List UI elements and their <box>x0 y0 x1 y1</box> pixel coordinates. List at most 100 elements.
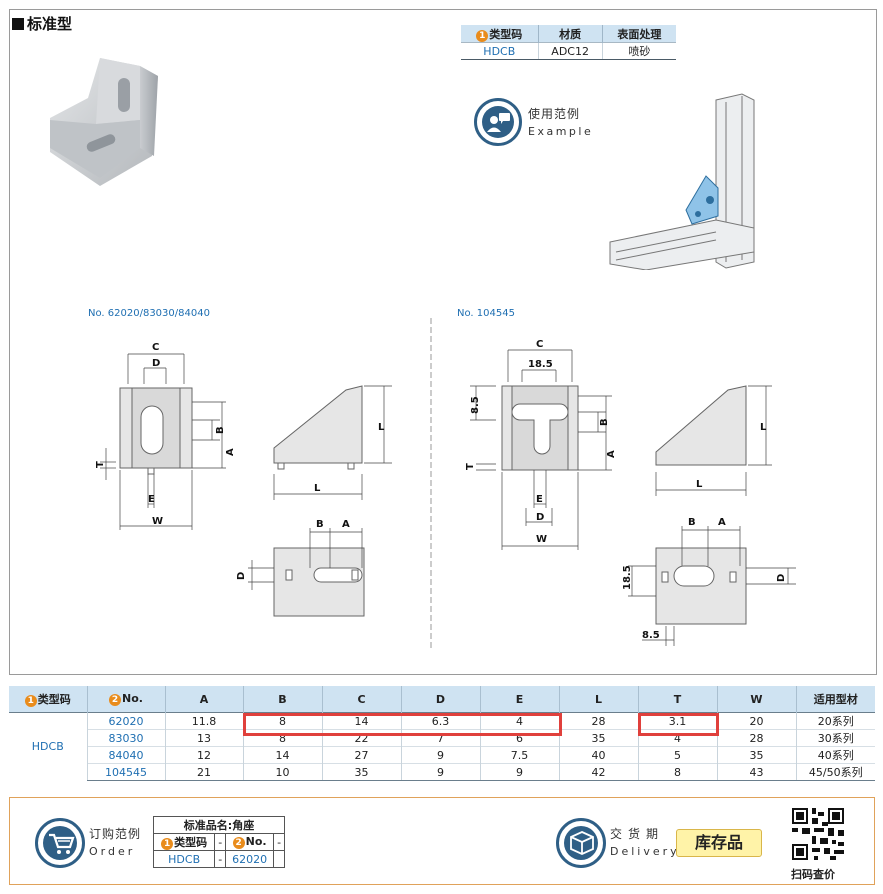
no-cell[interactable]: 62020 <box>86 712 165 730</box>
order-no: 62020 <box>225 850 275 868</box>
cell-profile: 20系列 <box>795 712 875 730</box>
svg-text:E: E <box>148 494 155 505</box>
svg-text:A: A <box>718 517 726 528</box>
svg-text:18.5: 18.5 <box>528 359 553 370</box>
cell-l: 40 <box>558 746 638 764</box>
col-header-a: A <box>164 686 243 713</box>
order-table-title: 标准品名:角座 <box>153 816 285 834</box>
badge-2-icon: 2 <box>109 694 122 706</box>
spec-surface: 喷砂 <box>601 42 676 60</box>
cell-e: 9 <box>479 763 559 781</box>
cell-profile: 45/50系列 <box>795 763 875 781</box>
table-row: HDCB 62020 11.8 8 14 6.3 4 28 3.1 20 20系… <box>9 712 875 781</box>
stock-badge: 库存品 <box>676 829 762 857</box>
col-header-profile: 适用型材 <box>795 686 875 713</box>
cell-l: 35 <box>558 729 638 747</box>
col-header-t: T <box>637 686 717 713</box>
col-header-w: W <box>716 686 796 713</box>
svg-text:L: L <box>696 479 703 490</box>
svg-text:B: B <box>599 418 610 426</box>
no-cell[interactable]: 84040 <box>86 746 165 764</box>
example-label: 使用范例 Example <box>528 107 594 138</box>
svg-text:C: C <box>152 342 159 353</box>
cell-w: 35 <box>716 746 796 764</box>
delivery-box-icon <box>556 818 606 868</box>
svg-text:8.5: 8.5 <box>642 630 660 641</box>
cell-l: 42 <box>558 763 638 781</box>
svg-text:D: D <box>536 512 544 523</box>
badge-1-icon: 1 <box>24 695 37 707</box>
cell-w: 28 <box>716 729 796 747</box>
cell-a: 13 <box>164 729 243 747</box>
cell-l: 28 <box>558 712 638 730</box>
spec-header-surface: 表面处理 <box>601 25 676 43</box>
drawing-divider <box>430 318 432 650</box>
col-header-d: D <box>400 686 480 713</box>
drawing-right: C 18.5 8.5 B A T E D W L L B A D 18.5 8.… <box>465 339 796 646</box>
order-dash: - <box>273 833 285 851</box>
no-cell[interactable]: 83030 <box>86 729 165 747</box>
cell-a: 11.8 <box>164 712 243 730</box>
delivery-label: 交货期 Delivery <box>610 827 680 858</box>
table-row: 104545 21 10 35 9 9 42 8 43 45/50系列 <box>9 763 875 781</box>
highlight-box-bcde <box>243 713 562 736</box>
cell-a: 12 <box>164 746 243 764</box>
svg-text:E: E <box>536 494 543 505</box>
svg-text:B: B <box>215 426 226 434</box>
cell-t: 8 <box>637 763 717 781</box>
svg-text:A: A <box>342 519 350 530</box>
example-user-icon <box>474 98 522 146</box>
order-label: 订购范例 Order <box>89 827 142 858</box>
order-dash: - <box>214 850 227 868</box>
highlight-box-t <box>638 713 719 736</box>
badge-2-icon: 2 <box>232 837 245 849</box>
col-header-e: E <box>479 686 559 713</box>
cell-a: 21 <box>164 763 243 781</box>
svg-text:D: D <box>776 574 787 582</box>
badge-1-icon: 1 <box>161 838 174 850</box>
cell-c: 35 <box>321 763 401 781</box>
badge-1-icon: 1 <box>476 29 489 42</box>
svg-text:T: T <box>95 461 106 468</box>
cell-d: 9 <box>400 746 480 764</box>
svg-text:8.5: 8.5 <box>470 396 481 414</box>
cell-t: 5 <box>637 746 717 764</box>
cell-w: 43 <box>716 763 796 781</box>
svg-text:L: L <box>378 422 385 433</box>
product-photo <box>50 58 158 186</box>
no-cell[interactable]: 104545 <box>86 763 165 781</box>
order-dash: - <box>214 833 227 851</box>
drawing-title-right: No. 104545 <box>457 308 515 319</box>
svg-text:A: A <box>225 448 236 456</box>
svg-text:C: C <box>536 339 543 350</box>
svg-text:18.5: 18.5 <box>622 565 633 590</box>
svg-text:T: T <box>465 463 476 470</box>
svg-text:D: D <box>236 572 247 580</box>
svg-text:B: B <box>688 517 696 528</box>
cell-e: 7.5 <box>479 746 559 764</box>
col-header-l: L <box>558 686 638 713</box>
spec-material: ADC12 <box>537 42 603 60</box>
spec-type-code: HDCB <box>461 42 539 60</box>
svg-text:A: A <box>606 450 617 458</box>
col-header-c: C <box>321 686 401 713</box>
cell-w: 20 <box>716 712 796 730</box>
qr-code-icon[interactable] <box>790 806 846 862</box>
order-type-code: HDCB <box>152 850 216 868</box>
type-code-cell: HDCB <box>9 712 87 781</box>
table-row: 84040 12 14 27 9 7.5 40 5 35 40系列 <box>9 746 875 764</box>
spec-header-material: 材质 <box>537 25 603 43</box>
svg-text:W: W <box>536 534 547 545</box>
section-title-text: 标准型 <box>27 15 73 33</box>
cell-profile: 40系列 <box>795 746 875 764</box>
drawing-left: C D B A T E W L L B A D <box>95 342 392 617</box>
svg-text:W: W <box>152 516 163 527</box>
cell-b: 10 <box>242 763 322 781</box>
